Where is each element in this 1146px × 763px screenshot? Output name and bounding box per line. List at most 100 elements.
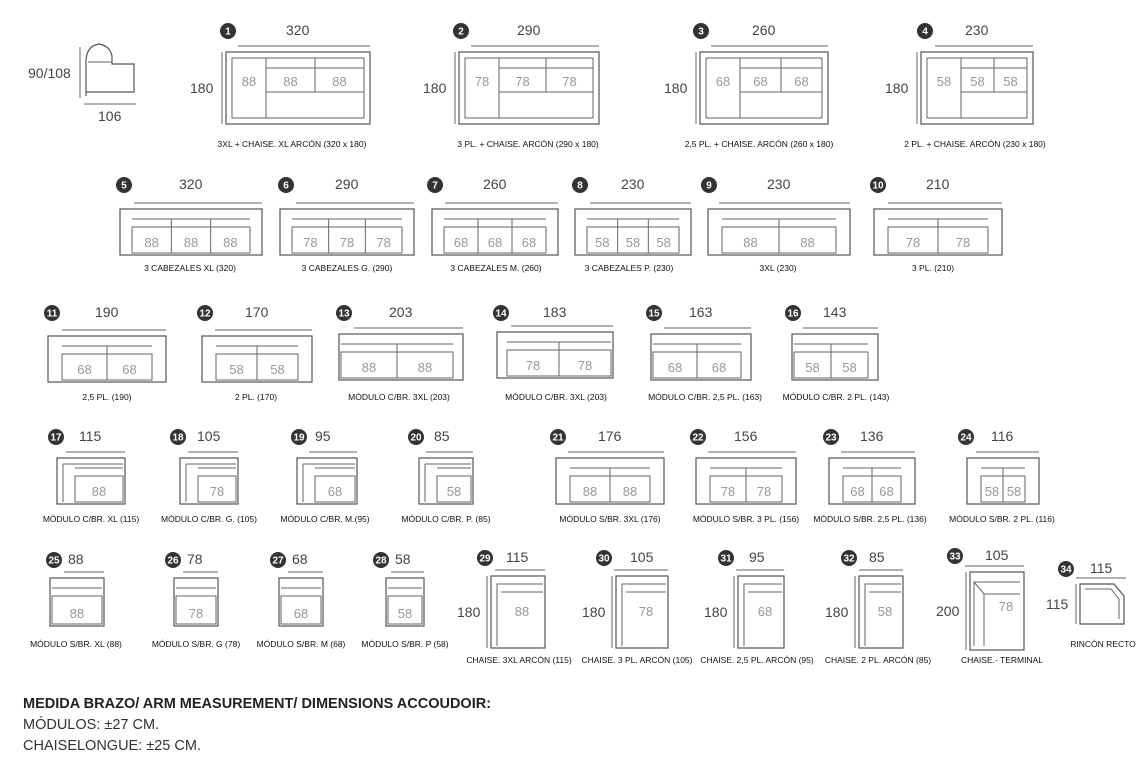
seat-size-label: 68 [758, 604, 772, 619]
seat-size-label: 58 [805, 360, 819, 375]
seat-size-label: 88 [362, 360, 376, 375]
seat-block [175, 595, 217, 625]
number-badge-label: 13 [338, 309, 350, 320]
number-badge-label: 1 [225, 27, 231, 38]
depth-dimension: 200 [936, 603, 960, 619]
number-badge-label: 33 [949, 552, 961, 563]
number-badge-label: 2 [458, 27, 464, 38]
width-dimension: 230 [767, 176, 791, 192]
module-outline [338, 333, 464, 381]
seat-size-label: 68 [794, 74, 808, 89]
seat-size-label: 78 [515, 74, 529, 89]
number-badge [46, 552, 62, 568]
module-caption: 2,5 PL. (190) [82, 392, 131, 402]
seat-size-label: 58 [229, 362, 243, 377]
depth-dimension: 180 [704, 604, 728, 620]
depth-dimension: 180 [423, 80, 447, 96]
number-badge [170, 429, 186, 445]
seat-size-label: 78 [639, 604, 653, 619]
seat-size-label: 58 [447, 484, 461, 499]
depth-dimension: 180 [190, 80, 214, 96]
number-badge [785, 305, 801, 321]
width-dimension: 105 [197, 428, 221, 444]
seat-size-label: 58 [595, 235, 609, 250]
seat-size-label: 58 [626, 235, 640, 250]
seat-size-label: 58 [1007, 484, 1021, 499]
module-caption: CHAISE. 3 PL. ARCÓN (105) [581, 655, 692, 665]
seat-size-label: 68 [294, 606, 308, 621]
seat-size-label: 88 [70, 606, 84, 621]
number-badge-label: 23 [825, 433, 837, 444]
seat-size-label: 78 [189, 606, 203, 621]
seat-size-label: 58 [970, 74, 984, 89]
width-dimension: 105 [985, 547, 1009, 563]
module-caption: MÓDULO C/BR. G. (105) [161, 514, 257, 524]
module-caption: 3 PL. + CHAISE. ARCÓN (290 x 180) [457, 139, 599, 149]
seat-size-label: 78 [906, 235, 920, 250]
seat-size-label: 58 [656, 235, 670, 250]
module-caption: MÓDULO C/BR. 2,5 PL. (163) [648, 392, 762, 402]
number-badge [572, 177, 588, 193]
module-outline [650, 333, 752, 381]
width-dimension: 95 [749, 549, 765, 565]
number-badge [408, 429, 424, 445]
seat-size-label: 88 [583, 484, 597, 499]
module-outline [431, 208, 559, 256]
seat-size-label: 88 [332, 74, 346, 89]
width-dimension: 85 [434, 428, 450, 444]
width-dimension: 115 [1090, 560, 1113, 576]
seat-size-label: 68 [77, 362, 91, 377]
number-badge-label: 32 [843, 554, 855, 565]
width-dimension: 68 [292, 551, 308, 567]
module-outline [278, 577, 324, 627]
module-outline [385, 577, 425, 627]
depth-dimension: 180 [664, 80, 688, 96]
footer-title-rest: / ARM MEASUREMENT/ DIMENSIONS ACCOUDOIR: [135, 696, 492, 712]
sofa-outline [920, 51, 1034, 125]
number-badge [116, 177, 132, 193]
seat-size-label: 68 [668, 360, 682, 375]
module-caption: 3 CABEZALES G. (290) [302, 263, 393, 273]
module-caption: 3XL + CHAISE. XL ARCÓN (320 x 180) [218, 139, 367, 149]
seat-size-label: 88 [418, 360, 432, 375]
module-caption: 2,5 PL. + CHAISE. ARCÓN (260 x 180) [685, 139, 834, 149]
seat-block [291, 226, 403, 254]
seat-size-label: 88 [623, 484, 637, 499]
width-dimension: 290 [517, 22, 541, 38]
module-outline [56, 457, 126, 505]
seat-size-label: 58 [842, 360, 856, 375]
number-badge-label: 3 [698, 27, 704, 38]
seat-size-label: 78 [956, 235, 970, 250]
number-badge [870, 177, 886, 193]
number-badge-label: 7 [432, 181, 438, 192]
arm-width-label: 106 [98, 108, 122, 124]
number-badge [270, 552, 286, 568]
module-caption: MÓDULO C/BR. P. (85) [401, 514, 490, 524]
number-badge [693, 23, 709, 39]
chaise-outline [858, 575, 904, 649]
sofa-inner [926, 57, 1028, 119]
chaise-outline [490, 575, 546, 649]
sofa-outline [225, 51, 371, 125]
seat-size-label: 78 [721, 484, 735, 499]
module-caption: MÓDULO S/BR. XL (88) [30, 639, 122, 649]
number-badge-label: 28 [375, 556, 387, 567]
module-caption: MÓDULO S/BR. 2,5 PL. (136) [813, 514, 927, 524]
number-badge-label: 25 [48, 556, 60, 567]
module-outline [49, 577, 105, 627]
seat-size-label: 68 [753, 74, 767, 89]
module-outline [119, 208, 263, 256]
seat-size-label: 58 [398, 606, 412, 621]
